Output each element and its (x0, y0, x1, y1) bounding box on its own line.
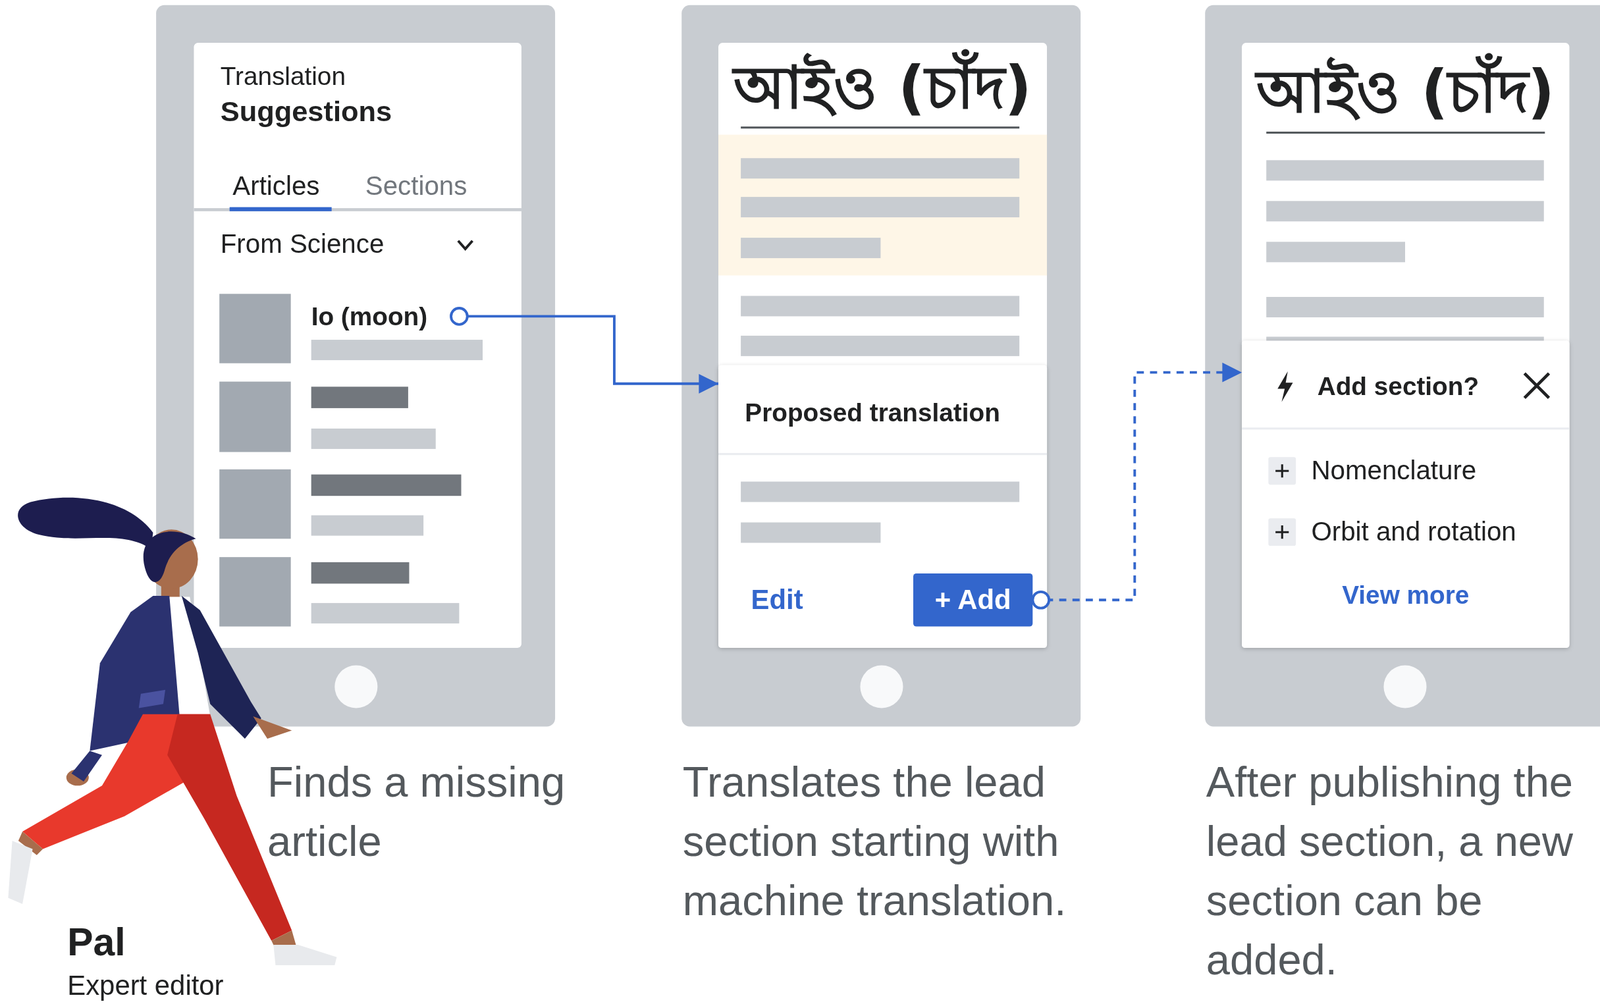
flow-arrow (1032, 372, 1242, 601)
translation-card: Proposed translationEdit + Add (718, 365, 1047, 648)
flow-arrow (451, 316, 719, 384)
screen-text: Articles (232, 169, 320, 202)
screen-text: View more (1241, 579, 1570, 610)
screen-text: Proposed translation (744, 397, 1001, 428)
add-button: + Add (913, 573, 1033, 627)
start-dot (1032, 591, 1049, 609)
step-caption: Translates the lead section starting wit… (682, 753, 1092, 932)
article-title: আইও (চাঁদ) (1241, 55, 1570, 128)
screen: আইও (চাঁদ) Add section? NomenclatureOrbit … (1241, 42, 1570, 648)
screen-text: Orbit and rotation (1310, 515, 1516, 548)
screen-text: Nomenclature (1310, 454, 1477, 486)
screen-text: Edit (751, 583, 804, 617)
article-title: আইও (চাঁদ) (718, 52, 1047, 124)
screen-text: Translation (220, 59, 346, 91)
step-caption: Finds a missing article (267, 753, 574, 872)
screen-text: Suggestions (220, 94, 392, 130)
list-item: Io (moon) (216, 278, 452, 355)
screen-text: Sections (365, 169, 468, 202)
screen-text: Io (moon) (311, 300, 428, 332)
screen: TranslationSuggestionsArticles SectionsFr… (193, 42, 521, 648)
persona-role: Expert editor (67, 969, 224, 1003)
suggestion-card: Add section? NomenclatureOrbit and rotati… (1241, 341, 1570, 648)
screen-text: From Science (220, 227, 385, 260)
start-dot (451, 308, 468, 325)
screen-text: Add section? (1317, 370, 1479, 401)
screen-text: + Add (913, 583, 1033, 617)
persona-name: Pal (67, 918, 126, 966)
screen: আইও (চাঁদ) Proposed translationEdit + Add (718, 42, 1047, 648)
step-caption: After publishing the lead section, a new… (1206, 753, 1599, 991)
